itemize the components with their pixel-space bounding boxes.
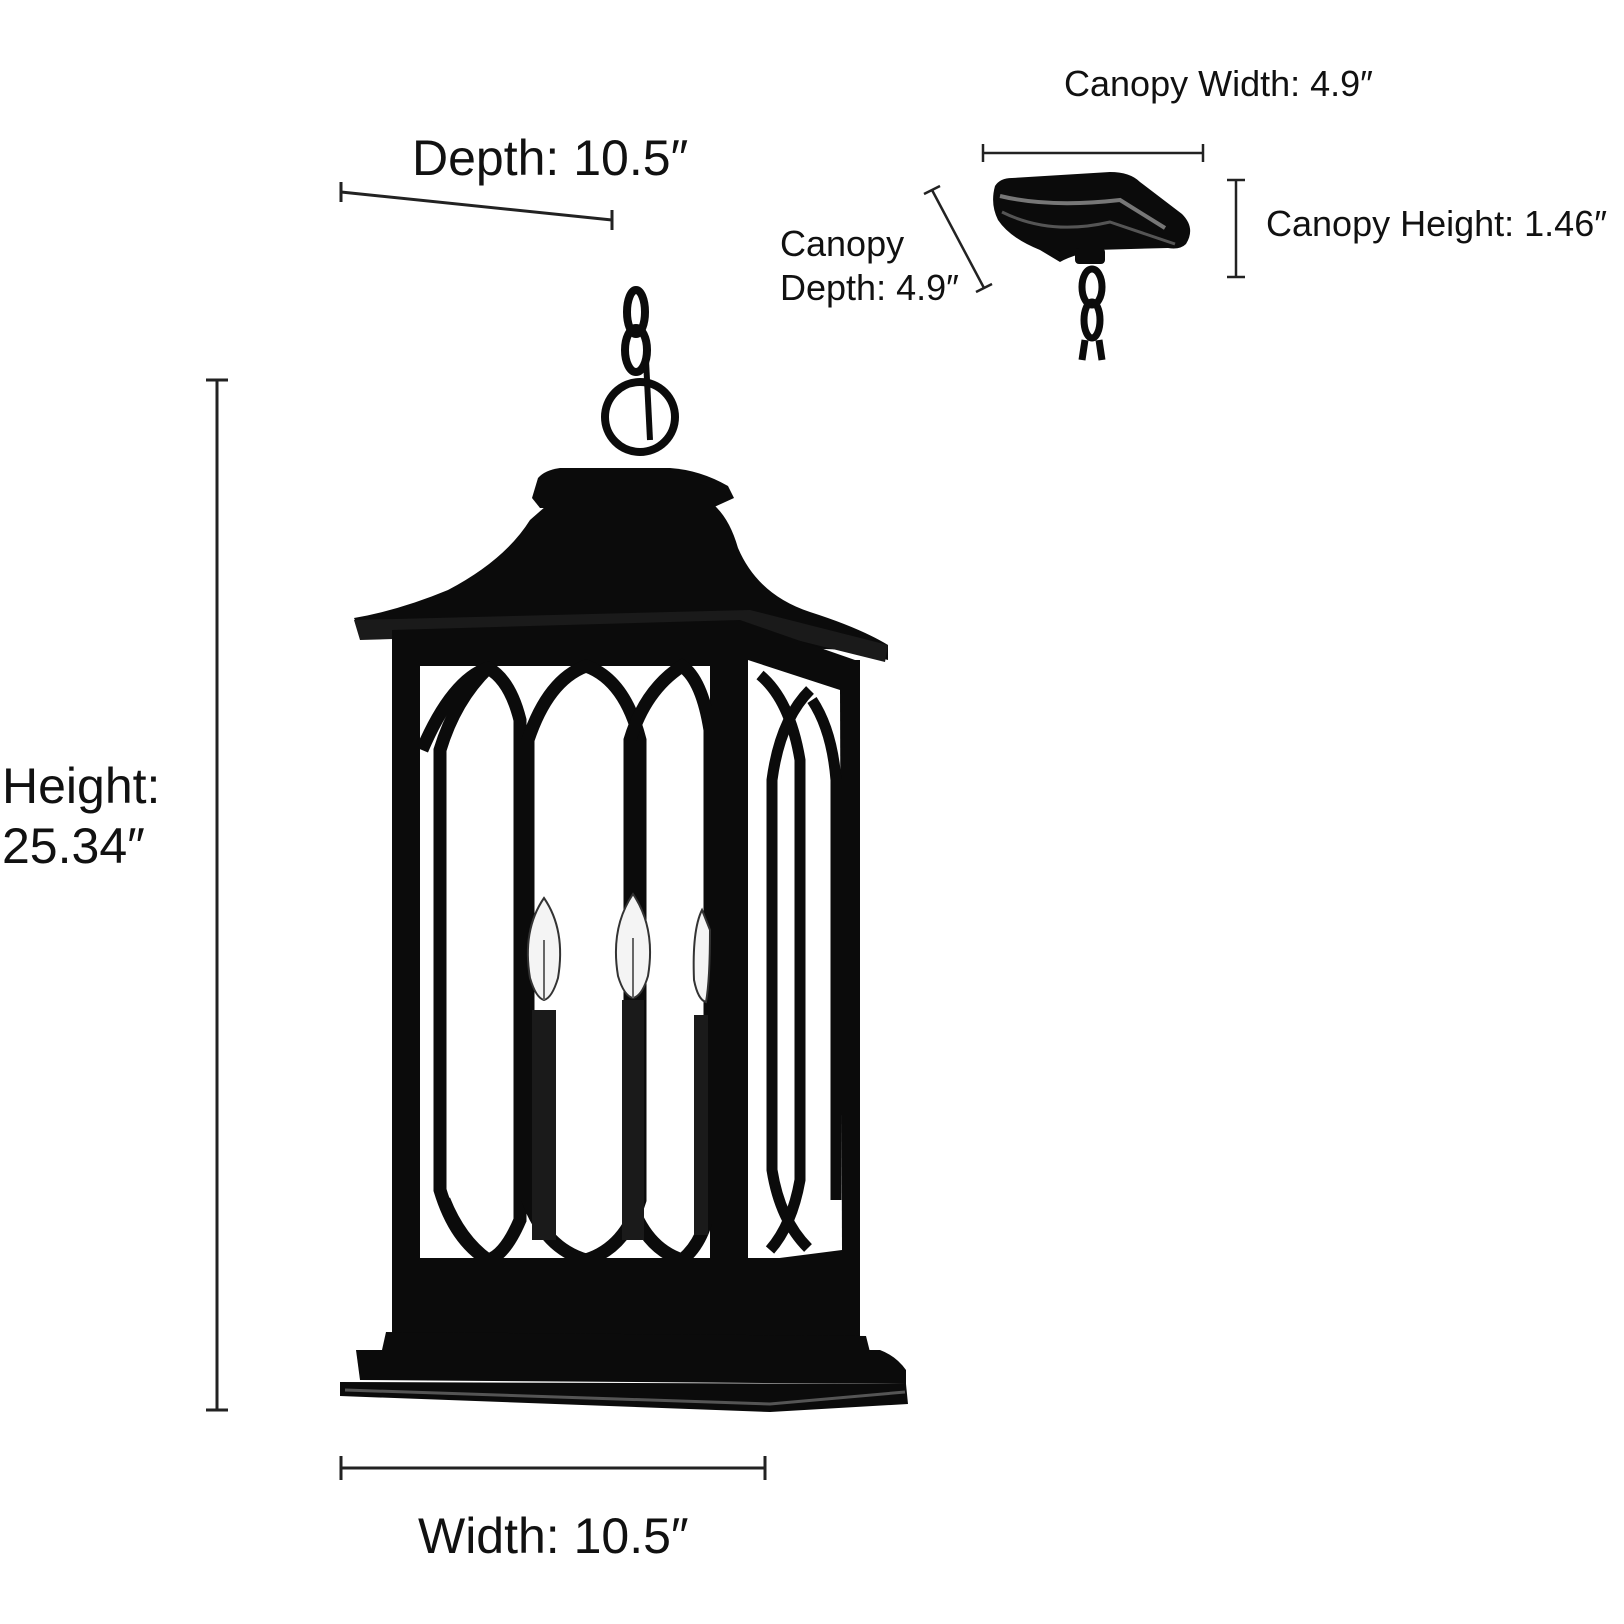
- depth-dimension-line: [339, 182, 614, 230]
- depth-label: Depth: 10.5″: [412, 130, 689, 186]
- lantern-roof: [354, 468, 888, 662]
- height-label-line2: 25.34″: [2, 818, 145, 874]
- canopy-depth-label-line2: Depth: 4.9″: [780, 267, 959, 308]
- width-dimension-line: [339, 1456, 767, 1480]
- width-label: Width: 10.5″: [418, 1508, 689, 1564]
- side-arch-tracery: [756, 670, 842, 1254]
- canopy-chain: [1078, 265, 1106, 361]
- lantern-chain: [601, 286, 679, 456]
- canopy-width-label: Canopy Width: 4.9″: [1064, 63, 1373, 104]
- canopy-depth-dimension-line: [923, 184, 993, 294]
- candle-sockets: [532, 1000, 708, 1240]
- canopy-height-dimension-line: [1227, 178, 1245, 279]
- bulb-filaments: [543, 938, 634, 1000]
- base-highlight: [344, 1388, 906, 1406]
- canopy-depth-label-line1: Canopy: [780, 223, 905, 264]
- frame-mullions: [392, 626, 860, 1340]
- canopy-width-dimension-line: [981, 144, 1205, 162]
- height-dimension-line: [206, 378, 228, 1412]
- canopy-height-label: Canopy Height: 1.46″: [1266, 203, 1607, 244]
- front-glass-panel: [420, 666, 710, 1258]
- height-label-line1: Height:: [2, 758, 161, 814]
- lantern-body: [392, 620, 860, 1340]
- canopy-illustration: [993, 172, 1191, 264]
